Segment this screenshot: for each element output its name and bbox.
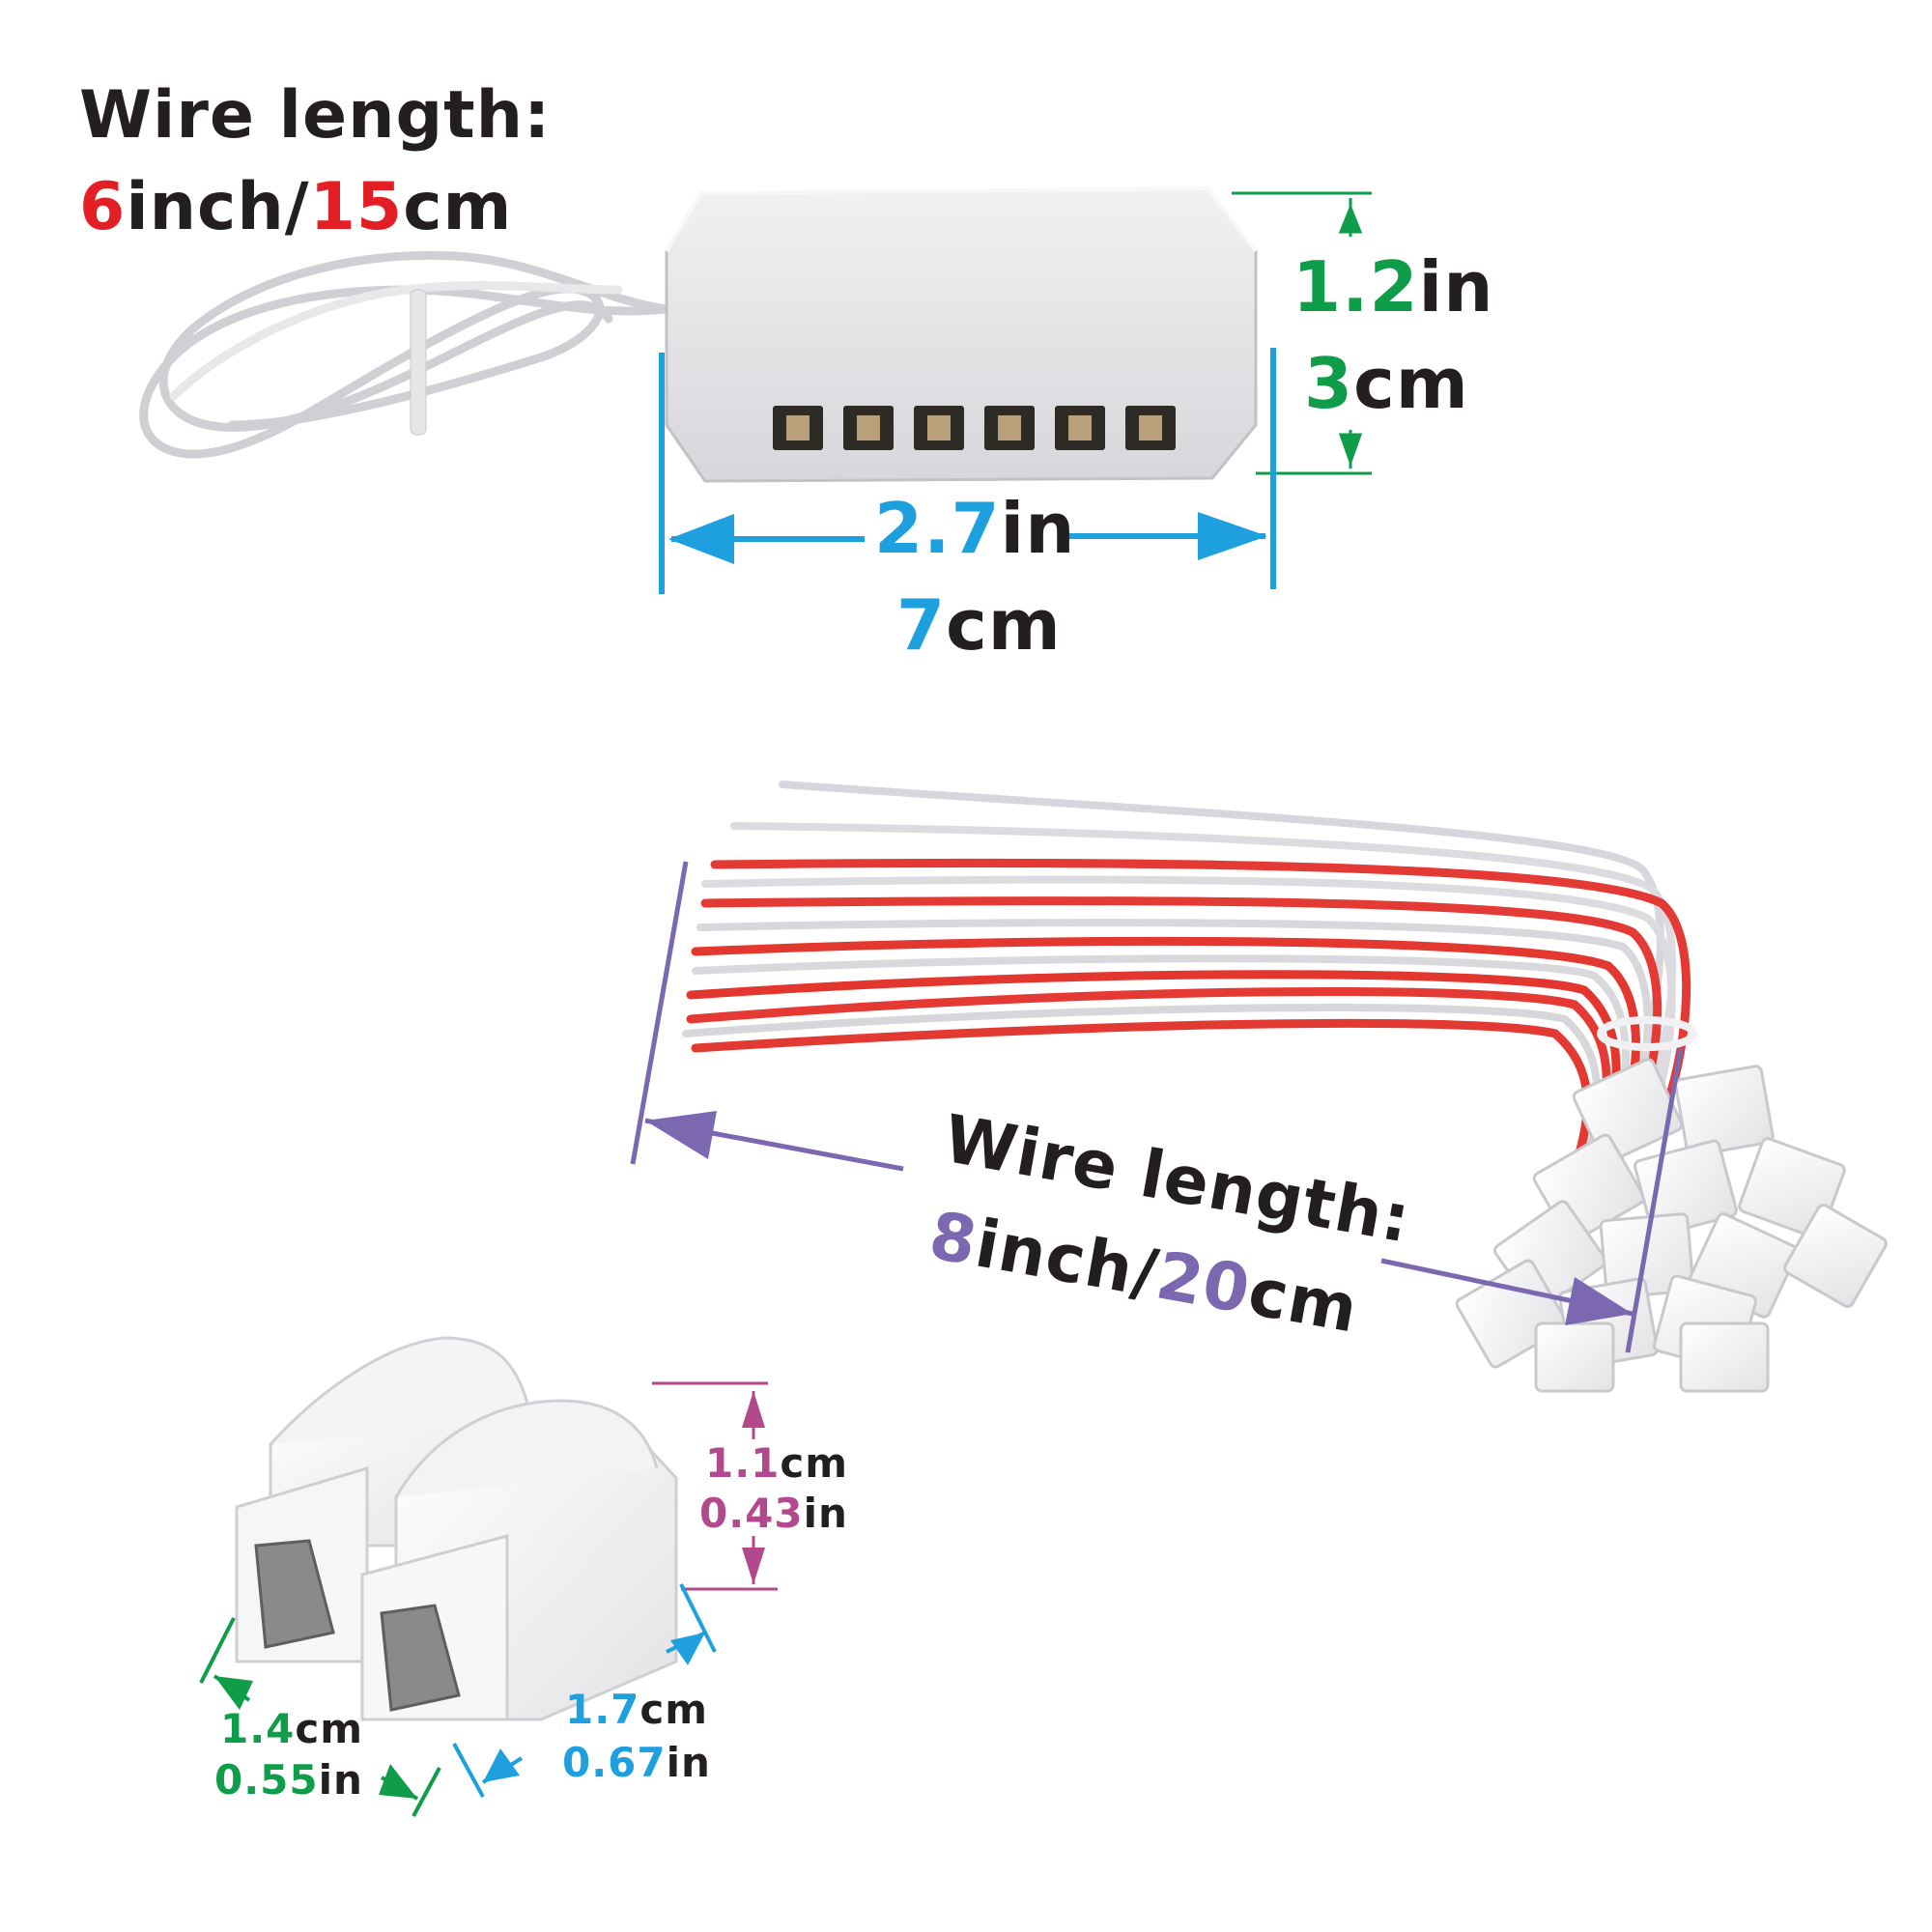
connector-width-dimension [199, 1617, 441, 1817]
cable-length-dimension [630, 861, 1684, 1353]
connector-width-cm-number: 1.4 [220, 1705, 296, 1752]
wire-bundle [682, 781, 1691, 1174]
connector-width-inch-unit: in [318, 1756, 363, 1804]
connector-depth-inch: 0.67in [562, 1739, 711, 1786]
splitter-wire-cm-unit: cm [403, 169, 513, 245]
splitter-wire-inch-number: 6 [79, 169, 127, 245]
splitter-height-inch-number: 1.2 [1293, 246, 1419, 327]
splitter-height-inch-unit: in [1418, 246, 1494, 327]
splitter-wire-cm-number: 15 [309, 169, 404, 245]
connector-depth-dimension [452, 1583, 717, 1798]
connector-width-cm: 1.4cm [220, 1705, 363, 1752]
connector-depth-inch-unit: in [666, 1739, 711, 1786]
connector-depth-cm-number: 1.7 [565, 1686, 640, 1733]
splitter-height-cm-number: 3 [1304, 343, 1354, 424]
connector-depth-inch-number: 0.67 [562, 1739, 667, 1786]
bundle-tie [1597, 1016, 1697, 1051]
connector-depth-cm: 1.7cm [565, 1686, 708, 1733]
splitter-width-inch-number: 2.7 [874, 488, 1001, 569]
connector-height-cm-unit: cm [780, 1439, 849, 1487]
quick-connector [235, 1336, 678, 1721]
splitter-width-cm: 7cm [896, 584, 1062, 666]
connector-height-cm-number: 1.1 [705, 1439, 781, 1487]
connector-width-inch: 0.55in [214, 1756, 363, 1804]
coiled-cable [139, 250, 671, 459]
connector-height-cm: 1.1cm [705, 1439, 848, 1487]
connector-height-inch: 0.43in [699, 1490, 848, 1537]
splitter-wire-inch-unit: inch/ [126, 169, 310, 245]
connector-depth-cm-unit: cm [639, 1686, 709, 1733]
splitter-height-cm: 3cm [1304, 343, 1469, 424]
cable-tie [410, 289, 427, 436]
splitter-width-dimension [659, 348, 1276, 594]
connector-heads [1455, 1058, 1888, 1393]
splitter-height-inch: 1.2in [1293, 246, 1493, 327]
splitter-wire-length-value: 6inch/15cm [79, 169, 512, 245]
splitter-height-cm-unit: cm [1353, 343, 1469, 424]
splitter-wire-length-title: Wire length: [79, 77, 552, 154]
splitter-width-cm-number: 7 [896, 584, 947, 666]
splitter-width-cm-unit: cm [946, 584, 1062, 666]
splitter-width-inch-unit: in [1000, 488, 1076, 569]
connector-height-dimension [652, 1381, 778, 1591]
cable-wire-cm-number: 20 [1151, 1237, 1257, 1330]
connector-width-cm-unit: cm [295, 1705, 364, 1752]
splitter-width-inch: 2.7in [874, 488, 1075, 569]
connector-height-inch-number: 0.43 [699, 1490, 804, 1537]
connector-width-inch-number: 0.55 [214, 1756, 319, 1804]
connector-height-inch-unit: in [803, 1490, 848, 1537]
splitter-box [665, 185, 1258, 483]
